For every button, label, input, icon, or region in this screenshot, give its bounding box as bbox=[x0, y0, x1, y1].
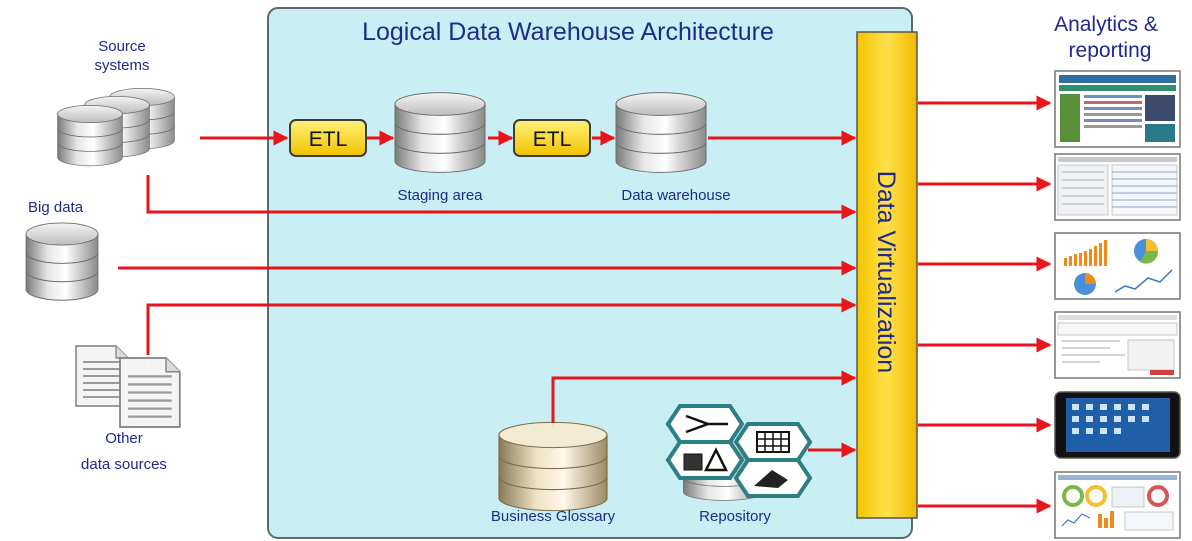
document-icon bbox=[75, 345, 181, 429]
analytics-title-2: reporting bbox=[1069, 39, 1152, 62]
source-systems-label-2: systems bbox=[94, 57, 149, 74]
data-virtualization-bar bbox=[856, 31, 918, 519]
report-thumbnail-web-portal bbox=[1054, 70, 1181, 148]
report-thumbnail-tablet bbox=[1054, 391, 1181, 459]
big-data-label: Big data bbox=[28, 199, 84, 216]
other-sources-label-2: data sources bbox=[81, 456, 167, 473]
staging-area-label: Staging area bbox=[397, 187, 483, 204]
repository-tiles-icon bbox=[665, 404, 813, 498]
etl-box-1: ETL bbox=[289, 119, 367, 157]
data-warehouse-database-icon bbox=[615, 92, 707, 173]
etl-box-2: ETL bbox=[513, 119, 591, 157]
report-thumbnail-table bbox=[1054, 153, 1181, 221]
etl-label: ETL bbox=[309, 128, 348, 151]
etl-label: ETL bbox=[533, 128, 572, 151]
report-thumbnail-dashboard bbox=[1054, 471, 1181, 539]
analytics-title-1: Analytics & bbox=[1054, 13, 1158, 36]
data-virtualization-label: Data Virtualization bbox=[872, 171, 900, 373]
panel-title: Logical Data Warehouse Architecture bbox=[362, 18, 774, 46]
business-glossary-label: Business Glossary bbox=[491, 508, 616, 525]
report-thumbnail-form bbox=[1054, 311, 1181, 379]
report-thumbnail-charts bbox=[1054, 232, 1181, 300]
data-flow-arrows bbox=[118, 95, 1052, 514]
source-systems-label-1: Source bbox=[98, 38, 146, 55]
big-data-database-icon bbox=[25, 222, 99, 301]
source-systems-database-icon bbox=[57, 88, 175, 167]
staging-area-database-icon bbox=[394, 92, 486, 173]
repository-label: Repository bbox=[699, 508, 771, 525]
data-warehouse-label: Data warehouse bbox=[621, 187, 730, 204]
business-glossary-database-icon bbox=[498, 421, 608, 512]
other-sources-label-1: Other bbox=[105, 430, 143, 447]
